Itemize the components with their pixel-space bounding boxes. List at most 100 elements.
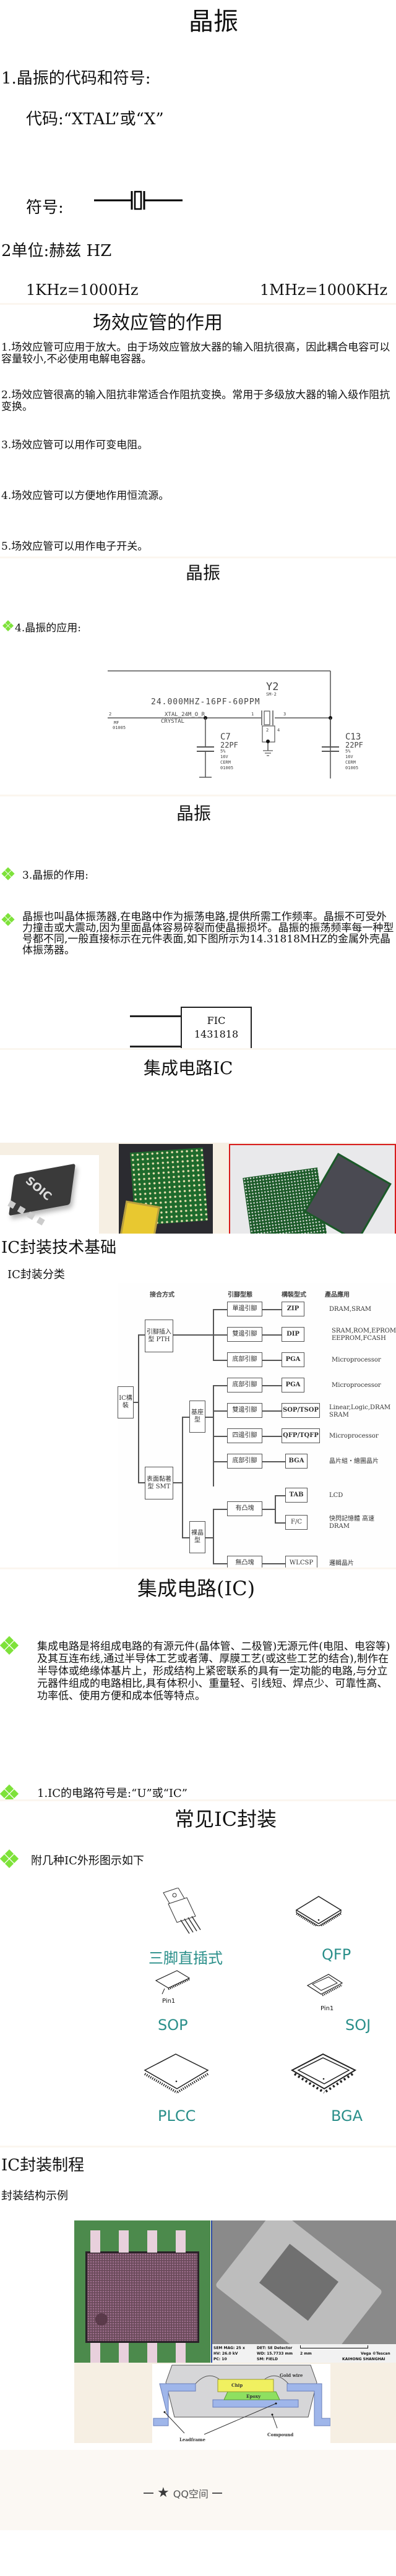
slide-title: 常见IC封装 (174, 1807, 277, 1831)
diamond-bullet-icon (0, 1784, 19, 1799)
cap-size: 01005 (345, 766, 359, 770)
soj-package-icon (306, 1974, 343, 1997)
sem-pc: PC: 10 (213, 2357, 227, 2361)
component-line-1: FIC (207, 1015, 226, 1026)
pin-2: 2 (266, 728, 269, 733)
diamond-bullet-icon (0, 1849, 19, 1869)
sem-det: DET: SE Detector (257, 2346, 293, 2350)
plcc-package-icon (144, 2054, 209, 2094)
label-gold-wire: Gold wire (280, 2373, 303, 2378)
schematic-wires-icon (108, 670, 339, 778)
pkg-box: SOP/TSOP (282, 1403, 320, 1418)
slide-crystal-intro: 晶振 1.晶振的代码和符号: 代码:“XTAL”或“X” (0, 0, 396, 133)
header-application: 產品應用 (325, 1292, 350, 1299)
sem-hv: HV: 26.0 kV (213, 2352, 238, 2356)
sem-location: KAIHONG SHANGHAI (342, 2357, 385, 2361)
component-line-2: 1431818 (194, 1028, 239, 1040)
slide-ic-def: 集成电路(IC) 集成电路是将组成电路的有源元件(晶体管、二极管)无源元件(电阻… (0, 1567, 396, 1799)
app-label: DRAM,SRAM (329, 1306, 372, 1313)
pkg-box: BGA (285, 1454, 308, 1469)
slide-title: 集成电路IC (144, 1058, 233, 1078)
sem-mag: SEM MAG: 25 x (213, 2346, 245, 2350)
cap-c7: C7 22PF 5% 16V CERM 01005 (220, 733, 238, 771)
slide-title: 晶振 (189, 7, 238, 36)
code-line: 代码:“XTAL”或“X” (26, 110, 164, 129)
pkg-box: PGA (282, 1352, 304, 1367)
pin1-label-soj: Pin1 (321, 2005, 334, 2012)
pin-box: 無凸塊 (227, 1556, 262, 1567)
cap-volt: 16V (220, 754, 228, 759)
bga-package-icon (290, 2053, 357, 2094)
cross-section-diagram: Gold wire Chip Epoxy Leadframe Compound (152, 2364, 330, 2443)
soic-closeup-photo (74, 2220, 210, 2363)
pkg-box: PGA (282, 1378, 304, 1392)
header-pin: 引腳型態 (228, 1292, 252, 1299)
slide-ic-process: IC封装制程 封装结构示例 SEM MAG: 25 x HV: 26.0 kV … (0, 2146, 396, 2450)
pin1-label-sop: Pin1 (162, 1998, 176, 2005)
cap-value: 22PF (345, 741, 363, 749)
sop-package-icon (155, 1970, 191, 1994)
label-epoxy: Epoxy (246, 2394, 261, 2399)
photo-strip: SOIC (0, 1143, 396, 1234)
divider-line (144, 2493, 153, 2494)
fet-item-5: 5.场效应管可以用作电子开关。 (1, 540, 148, 553)
pkg-bullet: 附几种IC外形图示如下 (31, 1854, 144, 1867)
pkg-label-bga: BGA (331, 2107, 363, 2125)
pkg-label-plcc: PLCC (158, 2107, 196, 2125)
unit-khz: 1KHz=1000Hz (26, 281, 139, 299)
unit-mhz: 1MHz=1000KHz (260, 281, 388, 299)
crystal-symbol-icon (94, 190, 183, 210)
bare-type-box: 裸晶型 (189, 1521, 205, 1553)
pth-box: 引腳插入型 PTH (145, 1320, 173, 1352)
cap-type: CERM (345, 760, 356, 765)
pin-box: 底部引腳 (227, 1454, 262, 1469)
pin-box: 雙邊引腳 (227, 1403, 262, 1418)
fet-item-1: 1.场效应管可应用于放大。由于场效应管放大器的输入阻抗很高，因此耦合电容可以容量… (1, 341, 390, 365)
ic-symbol-bullet: 1.IC的电路符号是:“U”或“IC” (37, 1787, 187, 1799)
root-box: IC構裝 (118, 1386, 134, 1418)
app-label: Linear,Logic,DRAM SRAM (329, 1404, 391, 1418)
diamond-bullet-icon (1, 913, 15, 926)
sem-sm: SM: FIELD (257, 2357, 278, 2361)
cap-c13: C13 22PF 5% 16V CERM 01005 (345, 733, 363, 771)
pkg-label-to220: 三脚直插式 (148, 1950, 223, 1967)
sem-wd: WD: 15.7733 mm (257, 2352, 293, 2356)
qfp-package-icon (295, 1896, 342, 1926)
cap-size: 01005 (220, 766, 234, 770)
cap-type: CERM (220, 760, 231, 765)
pin-box: 單邊引腳 (227, 1302, 262, 1316)
slide-common-pkgs: 常见IC封装 附几种IC外形图示如下 三脚直插式 QFP Pin1 SOP Pi… (0, 1799, 396, 2146)
fet-item-3: 3.场效应管可以用作可变电阻。 (1, 439, 148, 451)
slide-title: IC封装技术基础 (1, 1239, 117, 1257)
app-label: 邏輯晶片 (329, 1560, 354, 1567)
slide-crystal-app: 晶振 4.晶振的应用: Y2 (0, 557, 396, 795)
bga-photo-2 (229, 1144, 396, 1234)
pin-box: 雙邊引腳 (227, 1327, 262, 1342)
soic-photo: SOIC (0, 1155, 99, 1234)
pin-box: 底部引腳 (227, 1378, 262, 1392)
app-bullet: 4.晶振的应用: (15, 622, 81, 634)
crystal-type: CRYSTAL (161, 719, 184, 725)
crystal-schematic: Y2 SM-2 24.000MHZ-16PF-60PPM XTAL_24M_O_… (99, 668, 396, 780)
slide-title: 集成电路(IC) (137, 1577, 256, 1600)
sem-scale: 2 mm (300, 2352, 312, 2356)
crystal-package: SM-2 (266, 692, 277, 697)
role-bullet-2: 晶振也叫晶体振荡器,在电路中作为振荡电路,提供所需工作频率。晶振不可受外力撞击或… (22, 911, 394, 957)
to220-package-icon (163, 1888, 201, 1934)
diamond-bullet-icon (2, 620, 14, 632)
pin-3: 3 (283, 712, 286, 717)
slide-crystal-role: 晶振 3.晶振的作用: 晶振也叫晶体振荡器,在电路中作为振荡电路,提供所需工作频… (0, 795, 396, 1048)
slide-subtitle: 封装结构示例 (1, 2190, 68, 2203)
bga-photo-1 (119, 1144, 213, 1234)
app-label: LCD (329, 1492, 343, 1499)
cap-ref: C7 (220, 732, 231, 742)
left-size: 01005 (113, 725, 126, 730)
pkg-box: F/C (285, 1515, 308, 1530)
footer: ★ QQ空间 (0, 2450, 396, 2530)
app-label: 晶片組・繪圖晶片 (329, 1458, 379, 1465)
ic-definition: 集成电路是将组成电路的有源元件(晶体管、二极管)无源元件(电阻、电容等)及其互连… (37, 1640, 390, 1702)
symbol-label: 符号: (26, 198, 64, 217)
slide-title: 晶振 (186, 563, 221, 583)
app-label: Microprocessor (329, 1433, 379, 1439)
fet-item-4: 4.场效应管可以方便地作用恒流源。 (1, 490, 170, 502)
